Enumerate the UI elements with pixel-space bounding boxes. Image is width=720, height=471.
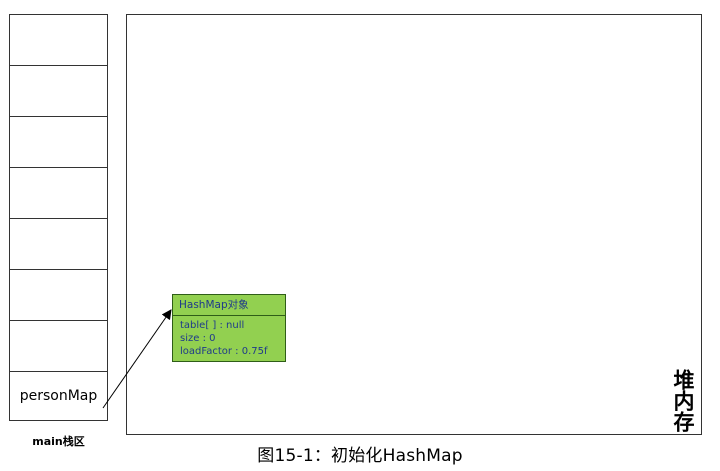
hashmap-object: HashMap对象 table[ ] : null size : 0 loadF… (172, 294, 286, 362)
main-stack-frame: personMap (9, 14, 108, 421)
stack-slot (10, 117, 107, 168)
figure-caption: 图15-1：初始化HashMap (257, 446, 463, 466)
hashmap-object-title: HashMap对象 (173, 295, 285, 316)
heap-memory-area: 堆内存 (126, 14, 702, 435)
stack-variable-name: personMap (19, 388, 98, 404)
field-loadfactor: loadFactor : 0.75f (180, 346, 268, 357)
stack-slot (10, 15, 107, 66)
heap-label: 堆内存 (671, 369, 695, 432)
hashmap-object-fields: table[ ] : null size : 0 loadFactor : 0.… (173, 316, 285, 358)
stack-slot (10, 168, 107, 219)
stack-label: main栈区 (32, 435, 85, 448)
stack-slot (10, 270, 107, 321)
field-table: table[ ] : null (180, 320, 245, 331)
stack-slot (10, 66, 107, 117)
field-size: size : 0 (180, 333, 216, 344)
stack-slot-personmap: personMap (10, 372, 107, 420)
stack-slot (10, 219, 107, 270)
stack-slot (10, 321, 107, 372)
